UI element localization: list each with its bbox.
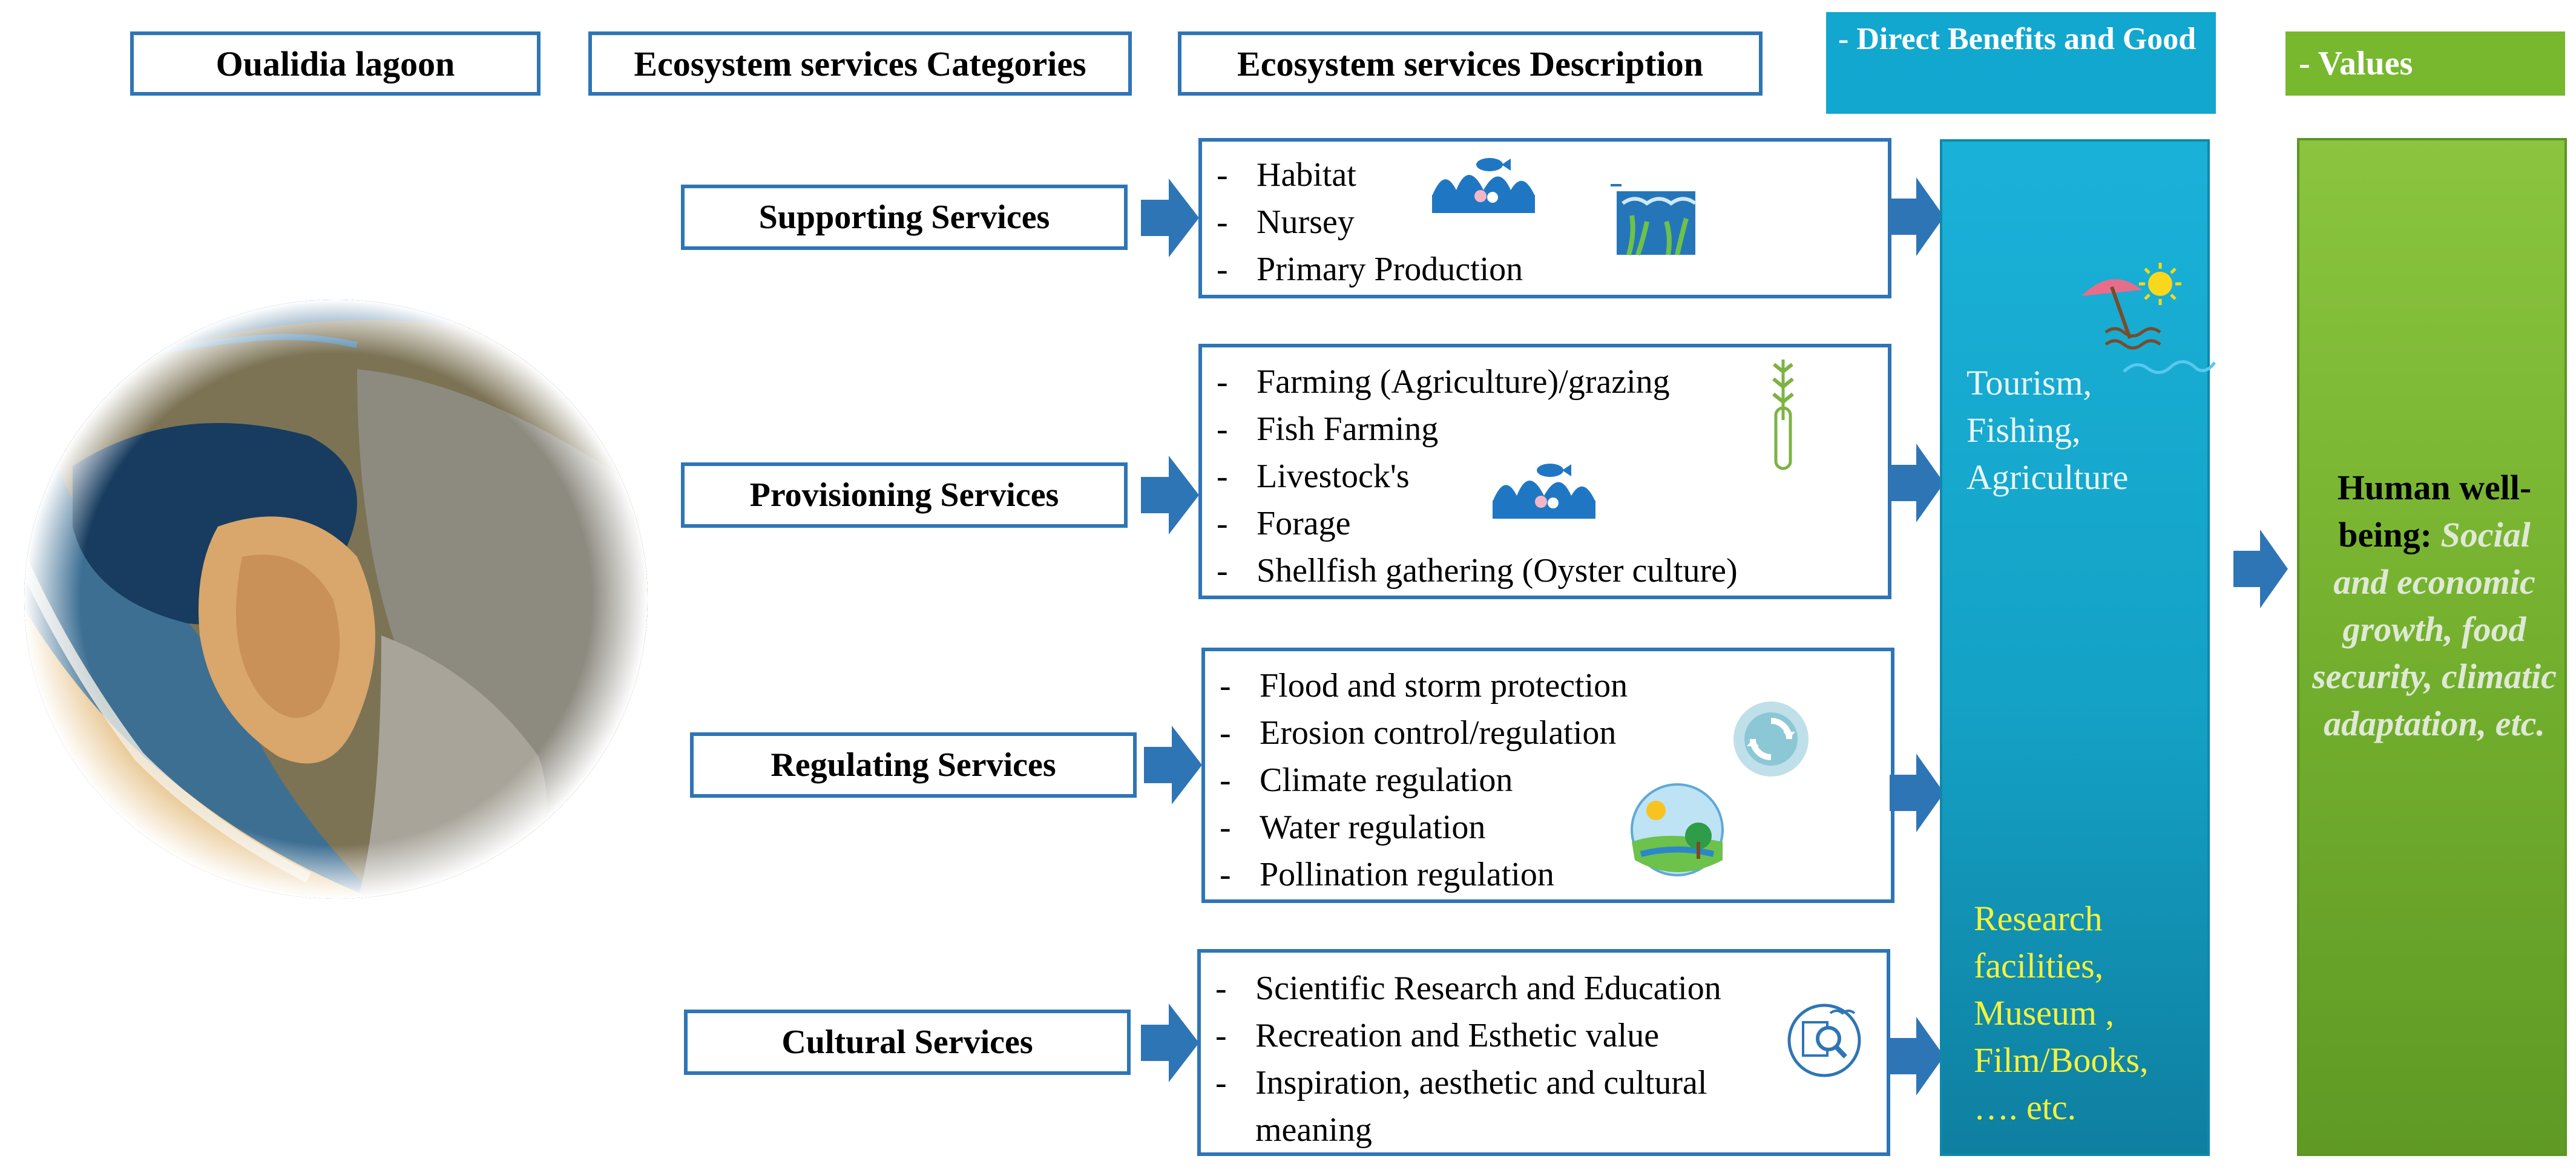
- category-provisioning-label: Provisioning Services: [749, 476, 1059, 514]
- header-values-label: - Values: [2299, 45, 2413, 82]
- list-item: Flood and storm protection: [1205, 662, 1891, 709]
- benefit-item: Research: [1974, 899, 2103, 938]
- values-column: Human well-being: Social and economic gr…: [2297, 138, 2567, 1156]
- research-magnifier-icon: [1787, 1004, 1861, 1077]
- category-cultural: Cultural Services: [684, 1010, 1131, 1075]
- benefit-item: facilities,: [1974, 946, 2104, 985]
- benefit-item: Film/Books,: [1974, 1040, 2149, 1080]
- benefit-item: Fishing,: [1966, 410, 2081, 450]
- header-description-label: Ecosystem services Description: [1237, 44, 1703, 84]
- arrow-cat-desc-4: [1141, 1004, 1199, 1082]
- list-item: Climate regulation: [1205, 757, 1891, 804]
- list-item: Erosion control/regulation: [1205, 709, 1891, 757]
- list-item: Scientific Research and Education: [1201, 965, 1887, 1012]
- description-regulating: Flood and storm protection Erosion contr…: [1201, 648, 1894, 903]
- benefits-group-1: Tourism, Fishing, Agriculture: [1966, 360, 2203, 501]
- list-item: Pollination regulation: [1205, 851, 1891, 898]
- header-categories: Ecosystem services Categories: [588, 31, 1132, 96]
- list-item: Water regulation: [1205, 804, 1891, 851]
- climate-globe-icon: [1631, 783, 1724, 876]
- arrow-desc-benefit-4: [1890, 1017, 1944, 1096]
- arrow-cat-desc-1: [1141, 179, 1199, 257]
- benefit-item: …. etc.: [1974, 1088, 2077, 1127]
- category-regulating: Regulating Services: [690, 732, 1137, 798]
- fish-waves-icon: [1493, 464, 1595, 519]
- values-bold-text: Human well-being:: [2337, 468, 2532, 554]
- arrow-cat-desc-2: [1141, 456, 1199, 534]
- values-text: Human well-being: Social and economic gr…: [2312, 464, 2557, 747]
- category-supporting-label: Supporting Services: [758, 199, 1050, 236]
- arrow-benefit-values: [2233, 530, 2288, 608]
- list-item: Nursey: [1202, 199, 1888, 246]
- header-benefits-label: - Direct Benefits and Good: [1838, 22, 2196, 56]
- lagoon-aerial-photo: [18, 297, 654, 902]
- fish-waves-icon: [1432, 158, 1535, 213]
- benefits-column: Tourism, Fishing, Agriculture Research f…: [1940, 139, 2216, 1156]
- values-italic-text: Social and economic growth, food securit…: [2312, 515, 2557, 743]
- header-description: Ecosystem services Description: [1178, 31, 1763, 96]
- description-provisioning: Farming (Agriculture)/grazing Fish Farmi…: [1198, 344, 1891, 599]
- list-item: Inspiration, aesthetic and cultural mean…: [1201, 1059, 1887, 1154]
- list-item: Fish Farming: [1202, 406, 1888, 453]
- beach-umbrella-sun-icon: [2082, 263, 2216, 374]
- header-values: - Values: [2285, 31, 2565, 96]
- list-item: Primary Production: [1202, 246, 1888, 293]
- list-item: Forage: [1202, 500, 1888, 547]
- arrow-desc-benefit-2: [1890, 444, 1944, 522]
- list-item: Farming (Agriculture)/grazing: [1202, 358, 1888, 406]
- benefit-item: Tourism,: [1966, 363, 2092, 402]
- benefit-item: Museum ,: [1974, 993, 2114, 1033]
- list-item: Recreation and Esthetic value: [1201, 1012, 1887, 1059]
- header-lagoon-label: Oualidia lagoon: [215, 44, 455, 84]
- description-cultural: Scientific Research and Education Recrea…: [1197, 949, 1890, 1156]
- arrow-cat-desc-3: [1144, 726, 1202, 804]
- description-supporting: Habitat Nursey Primary Production: [1198, 138, 1891, 298]
- list-item: Livestock's: [1202, 453, 1888, 500]
- wheat-test-tube-icon: [1772, 360, 1794, 470]
- list-item: Habitat: [1202, 151, 1888, 199]
- arrow-desc-benefit-3: [1890, 754, 1944, 832]
- arrow-desc-benefit-1: [1890, 177, 1944, 256]
- category-cultural-label: Cultural Services: [781, 1023, 1033, 1061]
- cycle-arrows-icon: [1733, 701, 1809, 777]
- header-categories-label: Ecosystem services Categories: [634, 44, 1086, 84]
- benefits-group-2: Research facilities, Museum , Film/Books…: [1974, 895, 2210, 1131]
- header-benefits: - Direct Benefits and Good: [1826, 12, 2216, 114]
- list-item: Shellfish gathering (Oyster culture): [1202, 547, 1888, 594]
- category-provisioning: Provisioning Services: [681, 462, 1128, 528]
- header-lagoon: Oualidia lagoon: [130, 31, 540, 96]
- category-supporting: Supporting Services: [681, 185, 1128, 250]
- category-regulating-label: Regulating Services: [770, 746, 1056, 784]
- benefit-item: Agriculture: [1966, 458, 2129, 497]
- seagrass-habitat-icon: [1611, 184, 1697, 256]
